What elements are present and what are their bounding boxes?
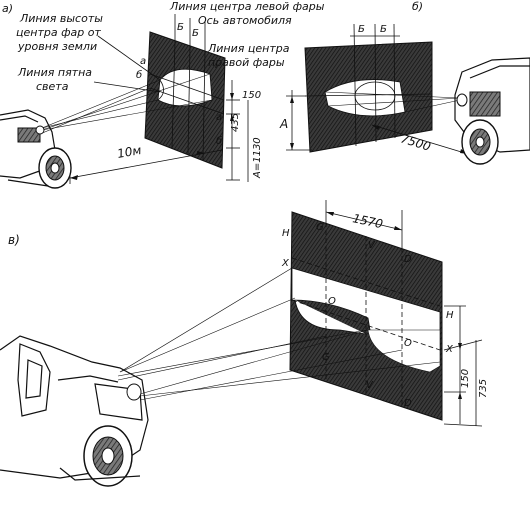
panel-v-car: [0, 335, 149, 487]
panel-v-D-top: D: [404, 254, 412, 265]
panel-a-dim-150: 150: [242, 90, 261, 101]
panel-v-G-top: G: [316, 222, 324, 233]
panel-a-letter-a2: а: [216, 112, 222, 123]
panel-a-letter-b1: б: [136, 69, 142, 81]
panel-b: б) Б Б А 7500: [279, 0, 530, 165]
panel-v-H-right: H: [446, 310, 454, 321]
label-right-center-1: Линия центра: [207, 42, 290, 55]
panel-a-letter-B2: Б: [192, 28, 199, 39]
panel-v-tag: в): [8, 233, 20, 247]
panel-a: а) Линия высоты центра фар от уровня зем…: [0, 0, 325, 189]
panel-b-letter-B1: Б: [358, 24, 365, 35]
label-right-center-2: правой фары: [208, 56, 285, 69]
panel-a-dim-10m: 10м: [116, 143, 142, 161]
panel-a-car: [0, 109, 72, 189]
panel-b-car: [454, 57, 530, 165]
label-spot-line-1: Линия пятна: [17, 66, 92, 79]
panel-v-V-top: V: [368, 240, 376, 251]
panel-v-dim-1570: 1570: [351, 211, 384, 231]
panel-a-letter-B1: Б: [177, 22, 184, 33]
panel-b-letter-B2: Б: [380, 24, 387, 35]
label-height-line-1: Линия высоты: [19, 12, 103, 25]
panel-b-dim-7500: 7500: [399, 131, 433, 153]
panel-a-dim-435: 435: [230, 113, 241, 132]
panel-v-V-bottom: V: [366, 380, 374, 391]
panel-a-tag: а): [2, 2, 13, 15]
panel-v-H-top: H: [282, 228, 290, 239]
panel-b-tag: б): [412, 0, 423, 13]
panel-a-letter-a1: а: [140, 56, 146, 67]
panel-v-X-right: X: [445, 344, 454, 355]
panel-v-dim-735: 735: [478, 379, 489, 398]
panel-v: в) 1570 H G V D X O O H X G V D 150 735: [0, 200, 489, 487]
panel-b-letter-A: А: [279, 117, 288, 131]
panel-a-letter-b2: б: [216, 135, 222, 147]
panel-a-dim-A1130: А=1130: [252, 137, 263, 179]
panel-v-X-left: X: [281, 258, 290, 269]
label-axis: Ось автомобиля: [198, 14, 292, 27]
panel-v-G-bottom: G: [322, 352, 330, 363]
label-height-line-3: уровня земли: [17, 40, 97, 53]
label-left-center: Линия центра левой фары: [169, 0, 325, 13]
panel-v-O-right: O: [404, 338, 412, 349]
panel-v-D-bottom: D: [404, 398, 412, 409]
label-height-line-2: центра фар от: [16, 26, 101, 39]
panel-v-O-left: O: [328, 296, 336, 307]
label-spot-line-2: света: [36, 80, 69, 93]
panel-v-dim-150: 150: [460, 369, 471, 388]
